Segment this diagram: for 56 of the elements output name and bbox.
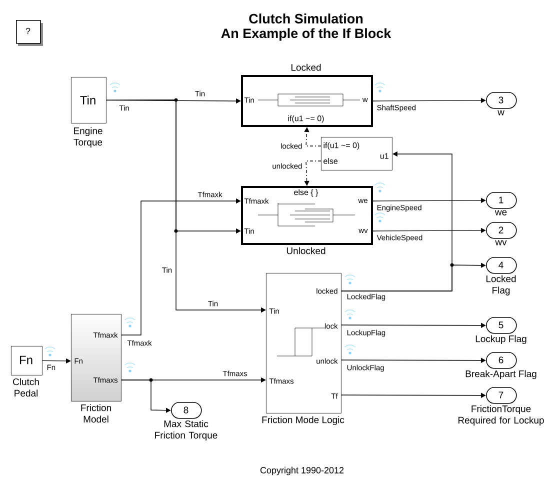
port-label: u1 xyxy=(380,153,388,159)
block xyxy=(11,346,42,397)
arrow xyxy=(304,160,322,186)
arrow xyxy=(304,127,322,146)
block-label: wv xyxy=(495,240,507,246)
arrow xyxy=(341,358,486,363)
port-number: 3 xyxy=(498,96,504,104)
block-label: Lockup Flag xyxy=(476,335,526,344)
port-label: if(u1 ~= 0) xyxy=(288,115,324,123)
caption: Copyright 1990-2012 xyxy=(260,466,344,476)
outport xyxy=(486,92,517,116)
block-text: ? xyxy=(26,28,30,34)
block-label: we xyxy=(494,210,507,216)
block xyxy=(262,273,344,426)
outport xyxy=(486,192,517,216)
port-label: else { } xyxy=(294,189,318,197)
subsystem-block xyxy=(241,186,373,254)
port-number: 2 xyxy=(498,226,504,234)
port-number: 8 xyxy=(184,406,188,414)
port-number: 1 xyxy=(499,196,504,204)
outport xyxy=(486,257,517,296)
title: Clutch Simulation xyxy=(249,14,363,24)
arrow xyxy=(121,198,241,336)
block xyxy=(71,77,106,148)
block-label: Friction Model xyxy=(81,404,111,423)
subsystem-block xyxy=(241,64,373,127)
outport xyxy=(155,402,218,440)
outport xyxy=(466,352,536,380)
port-label: else xyxy=(324,158,338,164)
block-label: Clutch Pedal xyxy=(13,378,39,397)
subsystem-block xyxy=(71,314,122,423)
port-number: 6 xyxy=(498,356,504,364)
block-label: Locked xyxy=(291,64,321,71)
block-text: Tin xyxy=(80,96,96,104)
arrow xyxy=(341,322,486,328)
help-button xyxy=(16,20,43,46)
outport xyxy=(476,317,526,344)
port-label: if(u1 ~= 0) xyxy=(324,142,360,150)
arrow xyxy=(121,380,171,413)
block-label: Engine Torque xyxy=(74,127,102,148)
block-label: Friction Mode Logic xyxy=(262,416,344,426)
block-label: Unlocked xyxy=(286,247,326,254)
block-label: w xyxy=(498,110,504,116)
outport xyxy=(458,387,544,426)
block-label: Locked Flag xyxy=(486,275,516,296)
arrow xyxy=(341,392,486,398)
block xyxy=(321,137,392,170)
block-text: Fn xyxy=(20,356,32,364)
outport xyxy=(486,222,517,246)
subtitle: An Example of the If Block xyxy=(221,28,392,41)
block-label: FrictionTorque Required for Lockup xyxy=(458,405,544,426)
port-number: 4 xyxy=(498,262,504,268)
port-number: 7 xyxy=(498,392,504,398)
block-label: Max Static Friction Torque xyxy=(155,420,218,440)
port-number: 5 xyxy=(498,322,504,328)
block-label: Break-Apart Flag xyxy=(466,370,536,380)
